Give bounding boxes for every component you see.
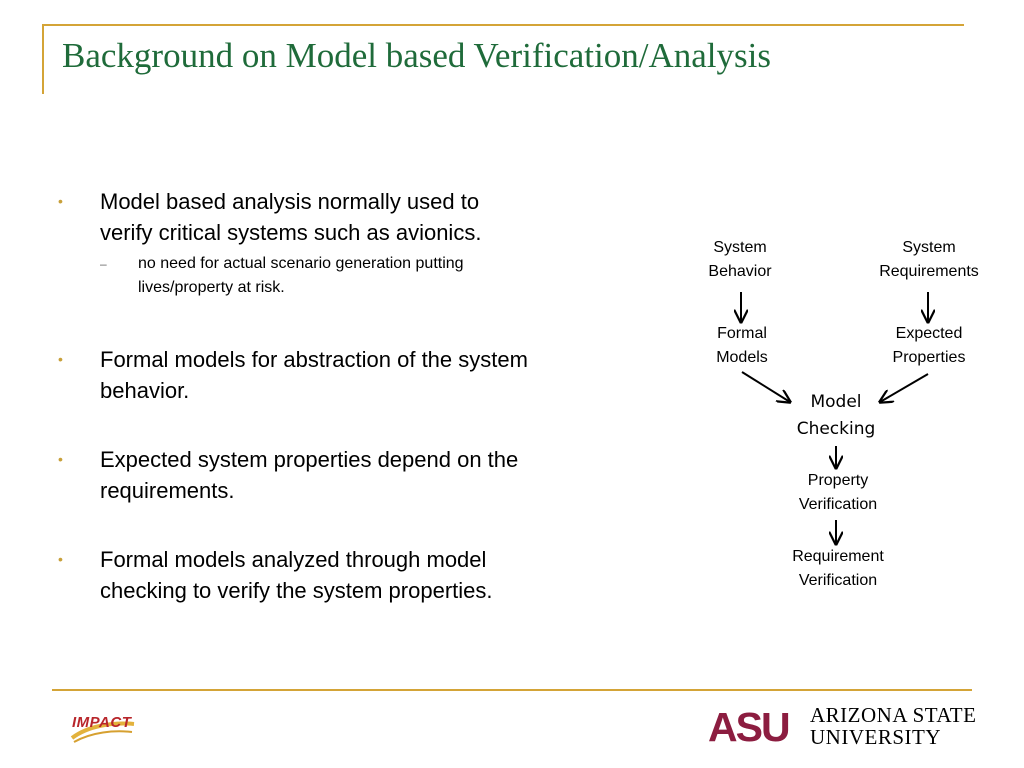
bullet-item: • Model based analysis normally used to … <box>58 186 528 248</box>
bullet-item: • Expected system properties depend on t… <box>58 444 528 506</box>
node-line: Model <box>810 392 862 412</box>
bullet-text: Expected system properties depend on the… <box>100 447 519 503</box>
arrow-models-to-checking <box>741 371 790 402</box>
bullet-dot-icon: • <box>58 193 63 209</box>
bullet-dot-icon: • <box>58 451 63 467</box>
arrow-properties-to-checking <box>880 373 929 402</box>
sub-bullet-item: – no need for actual scenario generation… <box>58 252 528 300</box>
bullet-item: • Formal models for abstraction of the s… <box>58 344 528 406</box>
node-system-requirements: System Requirements <box>864 236 994 284</box>
node-line: Models <box>716 349 768 366</box>
node-line: Properties <box>892 349 966 366</box>
node-line: Behavior <box>708 263 772 280</box>
asu-logo-name: Arizona State University <box>810 704 976 748</box>
node-line: Property <box>807 472 869 489</box>
bullet-dot-icon: • <box>58 351 63 367</box>
node-line: Checking <box>796 419 876 439</box>
sub-bullet-text: no need for actual scenario generation p… <box>138 255 464 296</box>
node-line: System <box>713 239 767 256</box>
node-line: System <box>902 239 956 256</box>
title-left-rule <box>42 24 44 94</box>
node-expected-properties: Expected Properties <box>878 322 980 370</box>
asu-logo-mark: ASU <box>708 704 791 750</box>
node-line: Formal <box>717 325 767 342</box>
footer-rule <box>52 689 972 691</box>
node-model-checking: Model Checking <box>790 389 882 443</box>
bullet-list: • Model based analysis normally used to … <box>58 186 528 606</box>
bullet-text: Model based analysis normally used to ve… <box>100 189 482 245</box>
impact-logo-icon <box>70 721 135 743</box>
node-line: Verification <box>798 496 878 513</box>
bullet-item: • Formal models analyzed through model c… <box>58 544 528 606</box>
node-line: Requirement <box>792 548 884 565</box>
slide-title: Background on Model based Verification/A… <box>62 36 771 75</box>
impact-logo-text: IMPACT <box>72 714 132 731</box>
bullet-dot-icon: • <box>58 551 63 567</box>
bullet-text: Formal models analyzed through model che… <box>100 547 493 603</box>
node-line: Expected <box>895 325 963 342</box>
asu-name-line: University <box>810 725 941 749</box>
node-line: Verification <box>798 572 878 589</box>
node-requirement-verification: Requirement Verification <box>778 545 898 593</box>
asu-name-line: Arizona State <box>810 703 977 727</box>
node-system-behavior: System Behavior <box>698 236 782 284</box>
title-frame <box>42 24 964 94</box>
node-property-verification: Property Verification <box>784 469 892 517</box>
node-formal-models: Formal Models <box>702 322 782 370</box>
bullet-text: Formal models for abstraction of the sys… <box>100 347 528 403</box>
node-line: Requirements <box>879 263 979 280</box>
title-top-rule <box>42 24 964 26</box>
sub-bullet-dash-icon: – <box>100 257 107 271</box>
